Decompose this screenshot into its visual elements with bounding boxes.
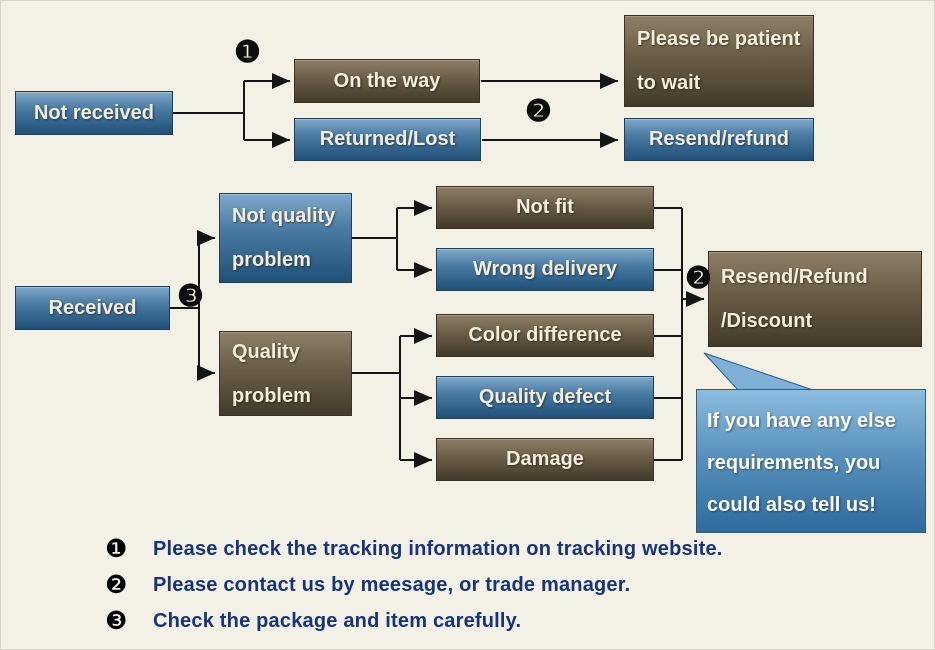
node-quality-line2: problem: [232, 384, 311, 407]
node-not-received-label: Not received: [33, 101, 155, 124]
legend-3-number: ❸: [105, 607, 128, 635]
node-quality-line1: Quality: [232, 340, 300, 363]
bubble-line3: could also tell us!: [707, 494, 876, 516]
node-not-quality-line1: Not quality: [232, 205, 336, 227]
legend-row-3: ❸ Check the package and item carefully.: [105, 609, 521, 634]
node-be-patient-line1: Please be patient: [637, 28, 801, 50]
node-resend-discount-line2: /Discount: [721, 310, 813, 332]
marker-2-top: ❷: [525, 95, 552, 128]
legend-2-number: ❷: [105, 571, 128, 599]
node-not-quality-line2: problem: [232, 249, 311, 271]
marker-1-top: ❶: [234, 36, 261, 69]
node-on-the-way-label: On the way: [333, 69, 441, 92]
marker-2-right: ❷: [685, 262, 712, 295]
node-damage: Damage: [436, 438, 654, 481]
legend-3-text: Check the package and item carefully.: [153, 610, 522, 632]
node-wrong-delivery: Wrong delivery: [436, 248, 654, 291]
node-not-fit: Not fit: [436, 186, 654, 229]
node-resend-refund: Resend/refund: [624, 118, 814, 161]
node-not-received: Not received: [15, 91, 173, 135]
node-quality-defect-label: Quality defect: [478, 386, 612, 408]
legend-row-2: ❷ Please contact us by meesage, or trade…: [105, 573, 630, 598]
legend-row-1: ❶ Please check the tracking information …: [105, 537, 723, 562]
node-not-fit-label: Not fit: [516, 196, 574, 218]
node-be-patient-line2: to wait: [637, 72, 701, 94]
node-received-label: Received: [48, 296, 137, 319]
node-on-the-way: On the way: [294, 59, 480, 103]
node-not-quality-problem: Not quality problem: [219, 193, 352, 283]
node-color-difference: Color difference: [436, 314, 654, 357]
node-resend-refund-discount: Resend/Refund /Discount: [708, 251, 922, 347]
bubble-line1: If you have any else: [707, 410, 896, 432]
speech-bubble: If you have any else requirements, you c…: [696, 389, 926, 533]
bubble-tail: [703, 352, 814, 391]
node-received: Received: [15, 286, 170, 330]
node-resend-refund-label: Resend/refund: [648, 128, 790, 150]
marker-3: ❸: [177, 280, 204, 313]
bubble-line2: requirements, you: [707, 452, 881, 474]
node-resend-discount-line1: Resend/Refund: [721, 266, 868, 288]
node-be-patient: Please be patient to wait: [624, 15, 814, 107]
node-damage-label: Damage: [506, 448, 584, 470]
node-returned-lost: Returned/Lost: [294, 118, 481, 161]
node-wrong-delivery-label: Wrong delivery: [472, 258, 618, 280]
legend-2-text: Please contact us by meesage, or trade m…: [153, 574, 631, 596]
node-color-difference-label: Color difference: [468, 324, 622, 346]
legend-1-text: Please check the tracking information on…: [153, 538, 723, 560]
node-returned-lost-label: Returned/Lost: [319, 128, 456, 150]
node-quality-defect: Quality defect: [436, 376, 654, 419]
node-quality-problem: Quality problem: [219, 331, 352, 416]
legend-1-number: ❶: [105, 535, 128, 563]
